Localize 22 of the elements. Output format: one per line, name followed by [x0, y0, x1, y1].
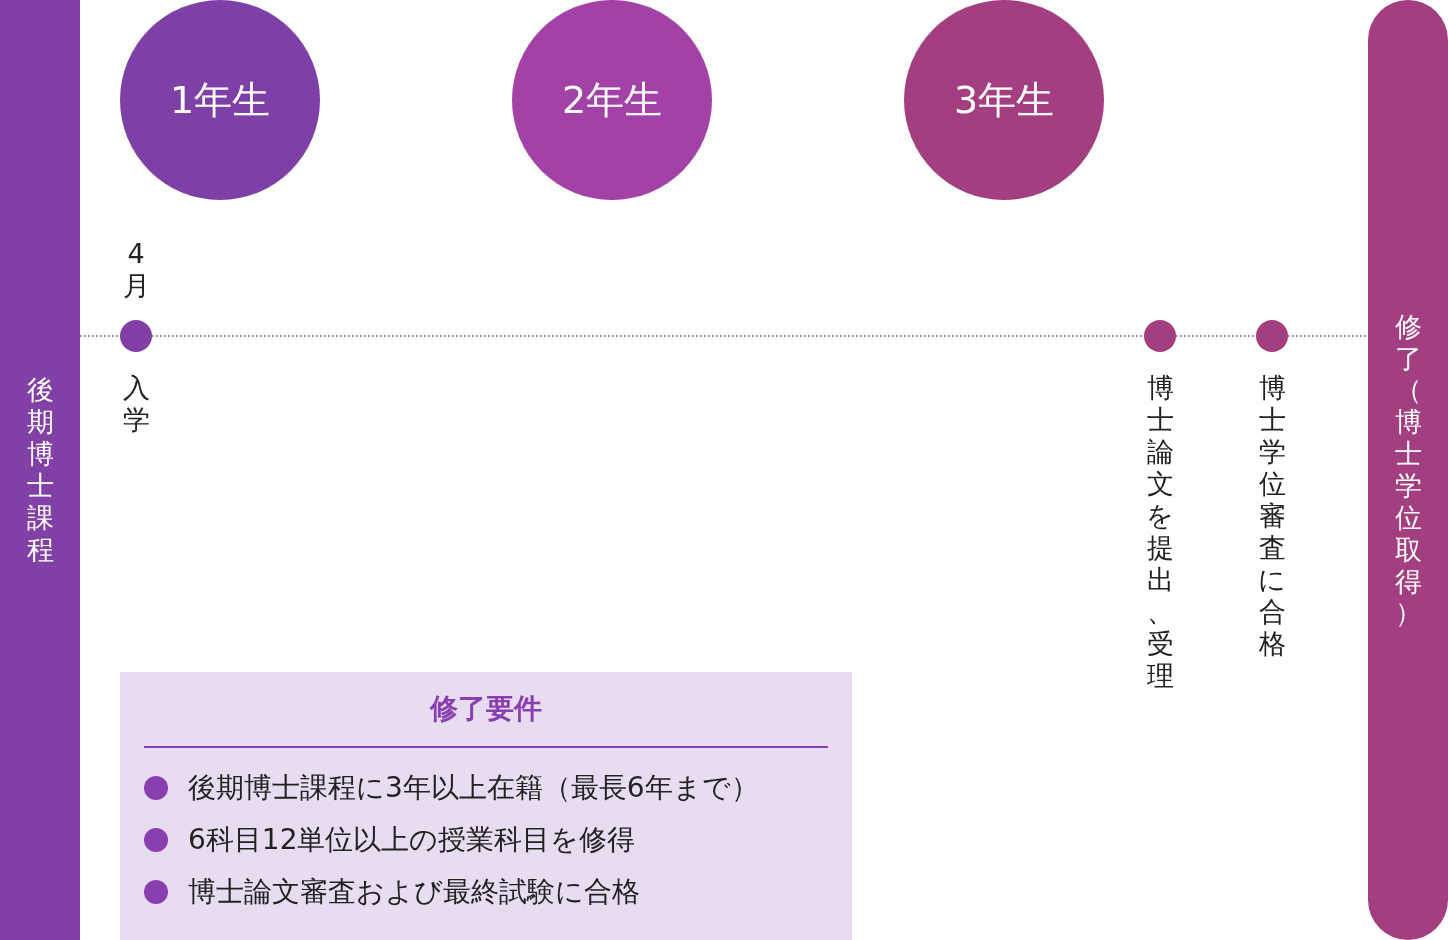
year-label: 1年生	[169, 76, 271, 124]
band-label: 後期博士課程	[25, 374, 55, 566]
timeline-line	[1287, 335, 1369, 337]
timeline-dot	[120, 320, 152, 352]
requirement-text: 後期博士課程に3年以上在籍（最長6年まで）	[188, 770, 759, 806]
event-label: 入学	[121, 372, 151, 436]
date-label: 4月	[121, 238, 151, 302]
requirement-text: 6科目12単位以上の授業科目を修得	[188, 822, 636, 858]
timeline-dot	[1256, 320, 1288, 352]
panel-heading: 修了要件	[430, 691, 542, 727]
year-label: 3年生	[953, 76, 1055, 124]
timeline-line	[1175, 335, 1257, 337]
completion-band	[1368, 0, 1448, 940]
event-label: 博士学位審査に合格	[1257, 372, 1287, 660]
requirement-text: 博士論文審査および最終試験に合格	[188, 874, 640, 910]
timeline-line	[151, 335, 1145, 337]
event-label: 博士論文を提出、受理	[1145, 372, 1175, 692]
requirements-panel	[120, 672, 852, 940]
band-label: 修了（博士学位取得）	[1393, 310, 1423, 630]
course-band	[0, 0, 80, 940]
year-label: 2年生	[561, 76, 663, 124]
timeline-dot	[1144, 320, 1176, 352]
